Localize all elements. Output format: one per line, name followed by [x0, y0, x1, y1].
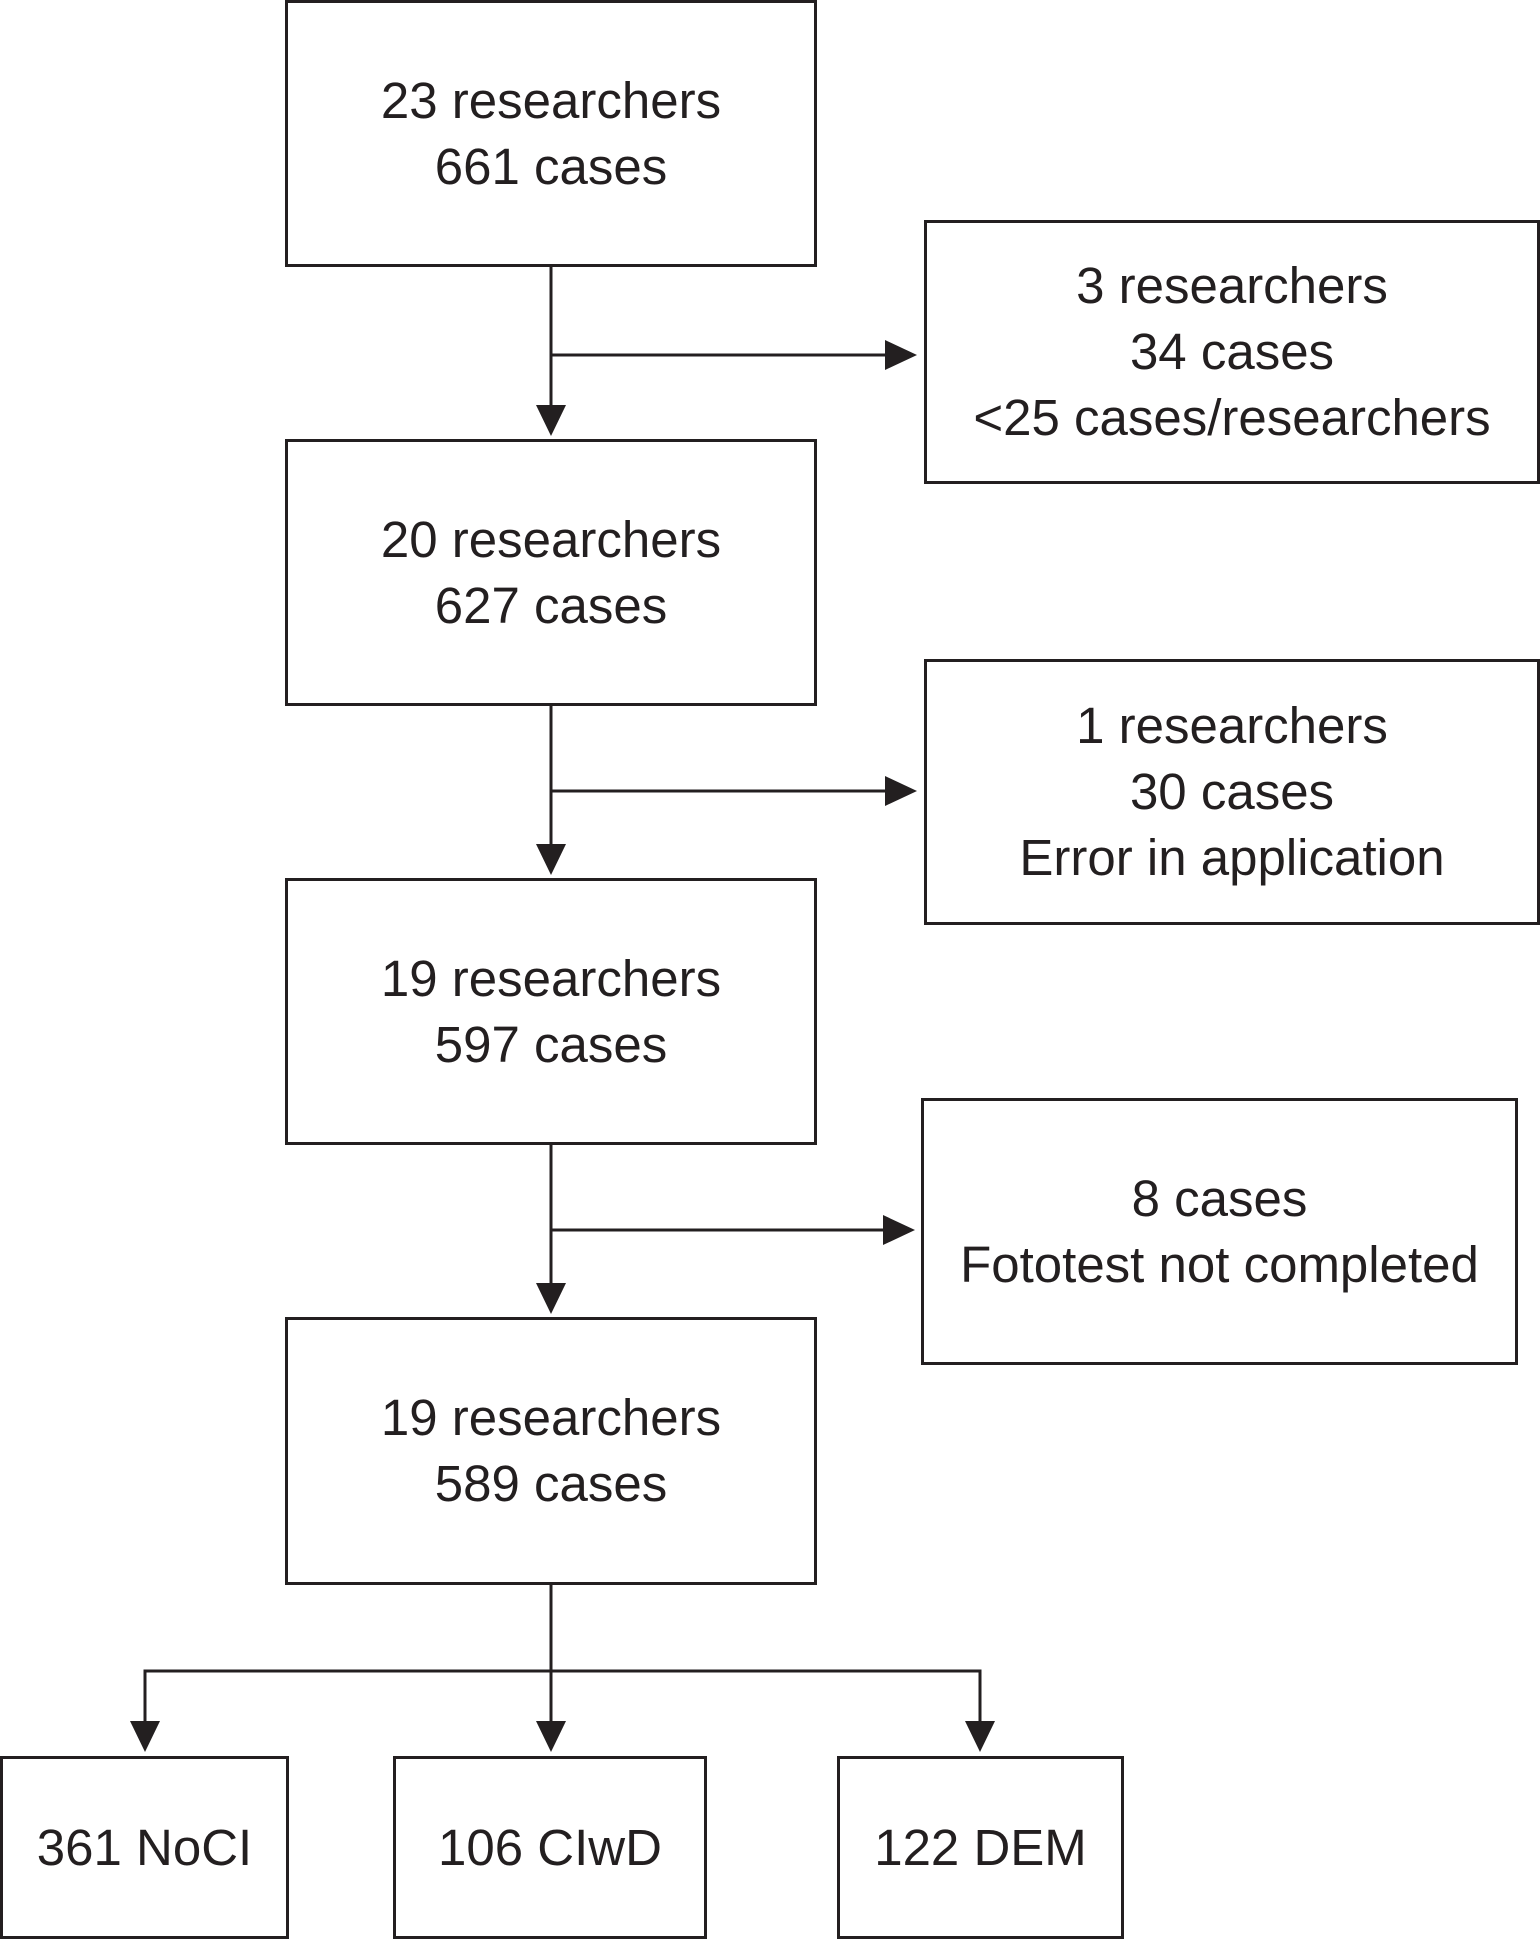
arrowhead-stage3	[536, 844, 566, 875]
outcome-noci-label: 361 NoCI	[36, 1818, 253, 1876]
stage3-researchers: 19 researchers	[380, 949, 722, 1007]
arrowhead-stage2	[536, 405, 566, 436]
exclusion1-reason: <25 cases/researchers	[973, 389, 1491, 446]
connector-split-bar	[143, 1669, 982, 1723]
exclusion2-reason: Error in application	[1019, 829, 1445, 886]
exclusion2-cases: 30 cases	[1129, 763, 1335, 820]
exclusion2-box: 1 researchers 30 cases Error in applicat…	[924, 659, 1540, 925]
arrowhead-outcome-ciwd	[536, 1721, 566, 1752]
stage2-box: 20 researchers 627 cases	[285, 439, 817, 706]
arrowhead-exclusion1	[885, 340, 917, 370]
arrowhead-stage4	[536, 1283, 566, 1314]
stage1-cases: 661 cases	[434, 137, 668, 195]
stage1-box: 23 researchers 661 cases	[285, 0, 817, 267]
outcome-dem-box: 122 DEM	[837, 1756, 1124, 1939]
stage3-box: 19 researchers 597 cases	[285, 878, 817, 1145]
outcome-noci-box: 361 NoCI	[0, 1756, 289, 1939]
stage4-box: 19 researchers 589 cases	[285, 1317, 817, 1585]
exclusion3-box: 8 cases Fototest not completed	[921, 1098, 1518, 1365]
stage3-cases: 597 cases	[434, 1015, 668, 1073]
stage4-researchers: 19 researchers	[380, 1389, 722, 1446]
stage4-cases: 589 cases	[434, 1455, 668, 1512]
exclusion1-researchers: 3 researchers	[1076, 257, 1388, 314]
outcome-ciwd-label: 106 CIwD	[438, 1818, 662, 1876]
outcome-ciwd-box: 106 CIwD	[393, 1756, 707, 1939]
arrowhead-outcome-noci	[130, 1721, 160, 1752]
exclusion3-reason: Fototest not completed	[960, 1235, 1479, 1293]
stage2-researchers: 20 researchers	[380, 510, 722, 568]
stage1-researchers: 23 researchers	[380, 71, 722, 129]
arrowhead-outcome-dem	[965, 1721, 995, 1752]
exclusion1-cases: 34 cases	[1129, 323, 1335, 380]
exclusion2-researchers: 1 researchers	[1076, 697, 1388, 754]
exclusion3-cases: 8 cases	[1131, 1169, 1308, 1227]
arrowhead-exclusion2	[885, 776, 917, 806]
exclusion1-box: 3 researchers 34 cases <25 cases/researc…	[924, 220, 1540, 484]
stage2-cases: 627 cases	[434, 576, 668, 634]
arrowhead-exclusion3	[883, 1215, 915, 1245]
outcome-dem-label: 122 DEM	[874, 1818, 1087, 1876]
